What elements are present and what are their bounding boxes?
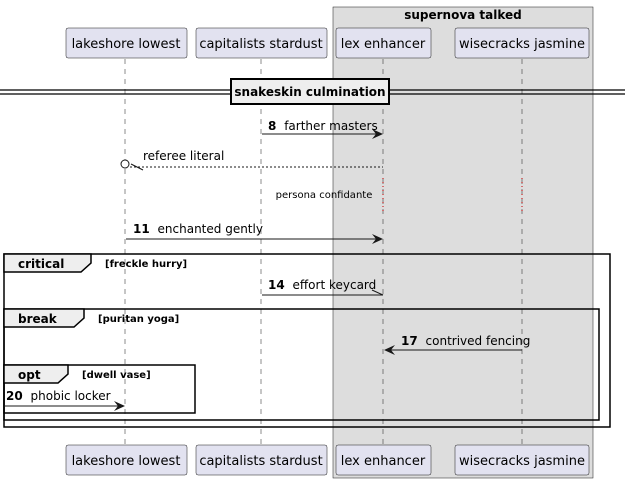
message-8: 8 farther masters (262, 119, 383, 139)
message-number: 20 (6, 389, 23, 403)
message-14: 14 effort keycard (262, 278, 384, 296)
group-box (332, 6, 594, 479)
message-label: contrived fencing (426, 334, 531, 348)
fragment-guard: [puritan yoga] (98, 314, 179, 325)
participant-lakeshore-lowest-bottom: lakeshore lowest (65, 444, 188, 476)
fragment-opt: opt [dwell vase] (3, 364, 196, 414)
fragment-guard: [dwell vase] (82, 370, 151, 381)
message-label: effort keycard (293, 278, 377, 292)
participant-label: lex enhancer (341, 454, 426, 469)
delay: persona confidante (276, 178, 523, 212)
participant-lakeshore-lowest-top: lakeshore lowest (65, 27, 188, 59)
message-number: 11 (133, 222, 150, 236)
message-17: 17 contrived fencing (384, 334, 530, 355)
participant-label: capitalists stardust (199, 454, 322, 469)
message-referee-literal: referee literal (120, 149, 383, 171)
participant-wisecracks-jasmine-top: wisecracks jasmine (454, 27, 590, 59)
divider: snakeskin culmination (0, 78, 625, 105)
message-label: referee literal (143, 149, 224, 163)
svg-text:8 farther masters: 8 farther masters (268, 119, 378, 133)
participant-lex-enhancer-bottom: lex enhancer (335, 444, 432, 476)
participant-label: wisecracks jasmine (459, 37, 585, 52)
message-11: 11 enchanted gently (126, 222, 383, 244)
fragment-guard: [freckle hurry] (105, 259, 187, 270)
svg-text:11 enchanted gently: 11 enchanted gently (133, 222, 263, 236)
message-label: farther masters (284, 119, 378, 133)
participant-label: lex enhancer (341, 37, 426, 52)
participant-lex-enhancer-top: lex enhancer (335, 27, 432, 59)
fragment-kind: opt (18, 368, 41, 382)
message-number: 14 (268, 278, 285, 292)
message-label: enchanted gently (158, 222, 263, 236)
fragment-kind: critical (18, 257, 64, 271)
participant-capitalists-stardust-top: capitalists stardust (195, 27, 328, 59)
message-label: phobic locker (31, 389, 111, 403)
message-number: 17 (401, 334, 418, 348)
participant-label: lakeshore lowest (72, 37, 181, 52)
svg-text:14 effort keycard: 14 effort keycard (268, 278, 376, 292)
message-20: 20 phobic locker (4, 389, 125, 411)
fragment-kind: break (18, 312, 58, 326)
participant-label: lakeshore lowest (72, 454, 181, 469)
svg-text:17 contrived fencing: 17 contrived fencing (401, 334, 530, 348)
participant-capitalists-stardust-bottom: capitalists stardust (195, 444, 328, 476)
message-number: 8 (268, 119, 276, 133)
participant-label: wisecracks jasmine (459, 454, 585, 469)
divider-label: snakeskin culmination (234, 85, 385, 99)
svg-text:20 phobic locker: 20 phobic locker (6, 389, 111, 403)
group-box-title: supernova talked (404, 8, 522, 22)
participant-label: capitalists stardust (199, 37, 322, 52)
delay-label: persona confidante (276, 190, 373, 201)
fragment-critical: critical [freckle hurry] (3, 253, 611, 428)
participant-wisecracks-jasmine-bottom: wisecracks jasmine (454, 444, 590, 476)
